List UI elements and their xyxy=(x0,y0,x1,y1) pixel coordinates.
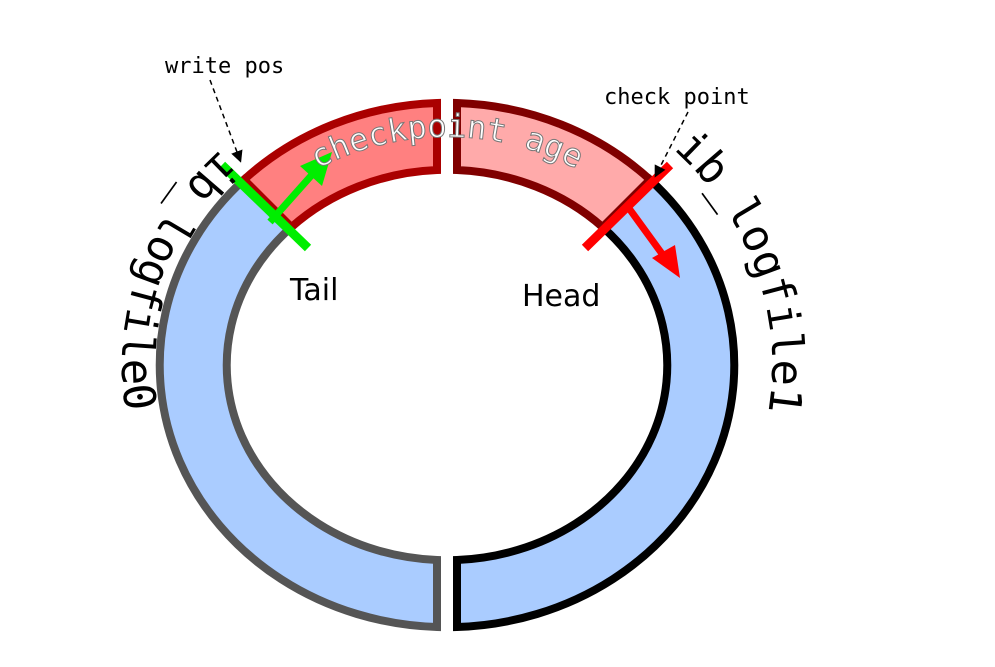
write-pos-arrow xyxy=(267,165,321,225)
tail-label: Tail xyxy=(289,273,338,308)
checkpoint-arrowhead-icon xyxy=(652,245,680,278)
check-point-callout xyxy=(654,111,689,178)
head-label: Head xyxy=(522,279,600,314)
checkpoint-marker xyxy=(581,161,674,252)
write-pos-marker xyxy=(218,161,312,252)
check-point-label: check point xyxy=(604,85,750,110)
write-pos-arrowhead-icon xyxy=(300,152,332,186)
logfile0-segment xyxy=(155,174,441,632)
write-pos-label: write pos xyxy=(165,54,284,79)
logfile1-segment xyxy=(453,174,739,632)
